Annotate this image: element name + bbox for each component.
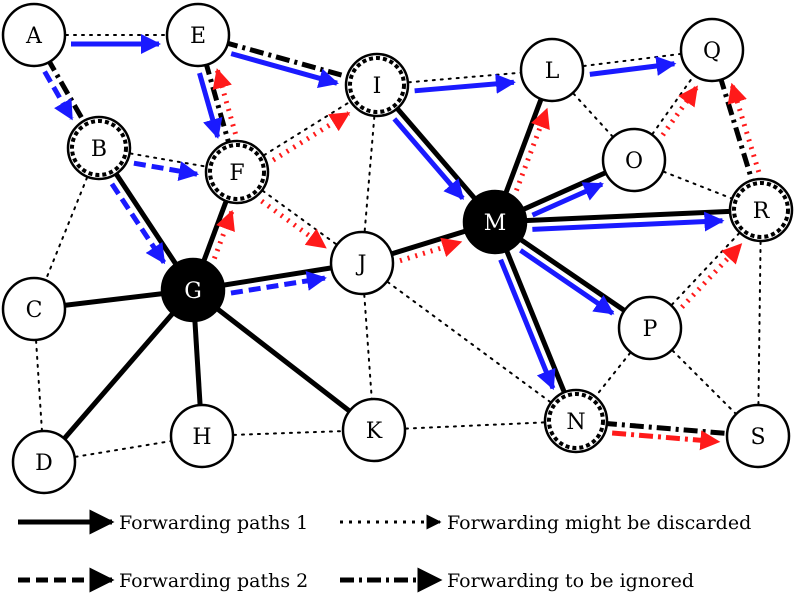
edge-k-n [373,420,577,431]
node-circle-b [66,115,132,181]
edge-g-k [191,288,376,432]
node-label-k: K [366,419,383,444]
arrow-m-n [498,258,556,391]
node-a: A [1,2,67,68]
arrow-f-e [212,68,238,135]
node-circle-d [11,429,77,495]
arrow-g-j [230,271,327,296]
arrow-l-q [589,56,677,77]
nodes-layer: A E I L Q B F O R M G J C P N H K D S [1,2,794,495]
arrow-f-i [271,111,351,163]
node-ring-r [732,181,790,239]
node-label-j: J [356,252,367,277]
arrow-m-p [519,248,615,316]
arrow-p-r [680,242,743,309]
edge-g-d [42,288,195,464]
node-circle-r [728,177,794,243]
arrow-e-f [197,72,223,139]
legend-label-solid: Forwarding paths 1 [119,512,308,534]
node-g: G [160,257,226,323]
arrow-i-m [392,117,465,200]
node-c: C [1,276,67,342]
node-circle-m [462,189,528,255]
node-label-p: P [643,317,658,342]
node-r: R [728,177,794,243]
node-label-e: E [190,24,206,49]
node-ring-i [348,56,406,114]
arrow-e-i [230,51,339,88]
arrow-o-q [660,85,699,137]
node-circle-n [543,388,609,454]
node-circle-s [725,403,791,469]
node-circle-g [160,257,226,323]
node-label-i: I [373,74,382,99]
arrow-f-j [260,199,327,250]
node-circle-h [169,403,235,469]
node-h: H [169,403,235,469]
node-j: J [329,230,395,296]
node-p: P [617,295,683,361]
node-label-l: L [545,59,560,84]
node-label-d: D [35,451,53,476]
node-l: L [519,37,585,103]
arrow-g-f [212,209,235,260]
node-n: N [543,388,609,454]
node-label-a: A [25,24,43,49]
node-label-f: F [229,161,244,186]
node-label-b: B [91,137,107,162]
node-ring-f [208,143,266,201]
node-label-g: G [184,279,202,304]
node-circle-j [329,230,395,296]
node-label-m: M [484,211,507,236]
node-f: F [204,139,270,205]
legend-label-dashdot: Forwarding to be ignored [447,570,694,592]
node-circle-p [617,295,683,361]
edge-r-s [757,209,762,437]
node-m: M [462,189,528,255]
node-o: O [601,127,667,193]
node-circle-k [341,397,407,463]
arrow-i-l [414,73,516,94]
arrow-n-s [611,430,721,451]
node-s: S [725,403,791,469]
arrow-m-o [531,181,604,218]
edge-m-n [492,221,579,422]
arrow-b-g [109,182,167,265]
node-e: E [165,2,231,68]
node-circle-a [1,2,67,68]
arrow-a-b [42,70,74,121]
node-label-o: O [625,149,643,174]
node-label-h: H [192,425,211,450]
node-d: D [11,429,77,495]
node-circle-o [601,127,667,193]
node-circle-f [204,139,270,205]
node-circle-e [165,2,231,68]
forwarding-arrows-layer [42,34,762,451]
node-ring-b [70,119,128,177]
node-label-c: C [26,298,43,323]
node-label-r: R [753,199,771,224]
node-ring-n [547,392,605,450]
node-q: Q [679,17,745,83]
edge-i-j [361,84,378,264]
node-circle-i [344,52,410,118]
arrow-b-f [133,160,200,181]
node-circle-l [519,37,585,103]
arrow-m-r [532,211,725,232]
node-i: I [344,52,410,118]
arrow-j-m [399,237,463,264]
node-k: K [341,397,407,463]
legend-label-dashed: Forwarding paths 2 [119,570,308,592]
node-circle-c [1,276,67,342]
legend: Forwarding paths 1 Forwarding might be d… [18,509,751,593]
node-label-s: S [750,425,765,450]
legend-label-dotted: Forwarding might be discarded [447,512,751,534]
node-circle-q [679,17,745,83]
node-label-n: N [566,410,585,435]
node-b: B [66,115,132,181]
node-label-q: Q [703,39,721,64]
